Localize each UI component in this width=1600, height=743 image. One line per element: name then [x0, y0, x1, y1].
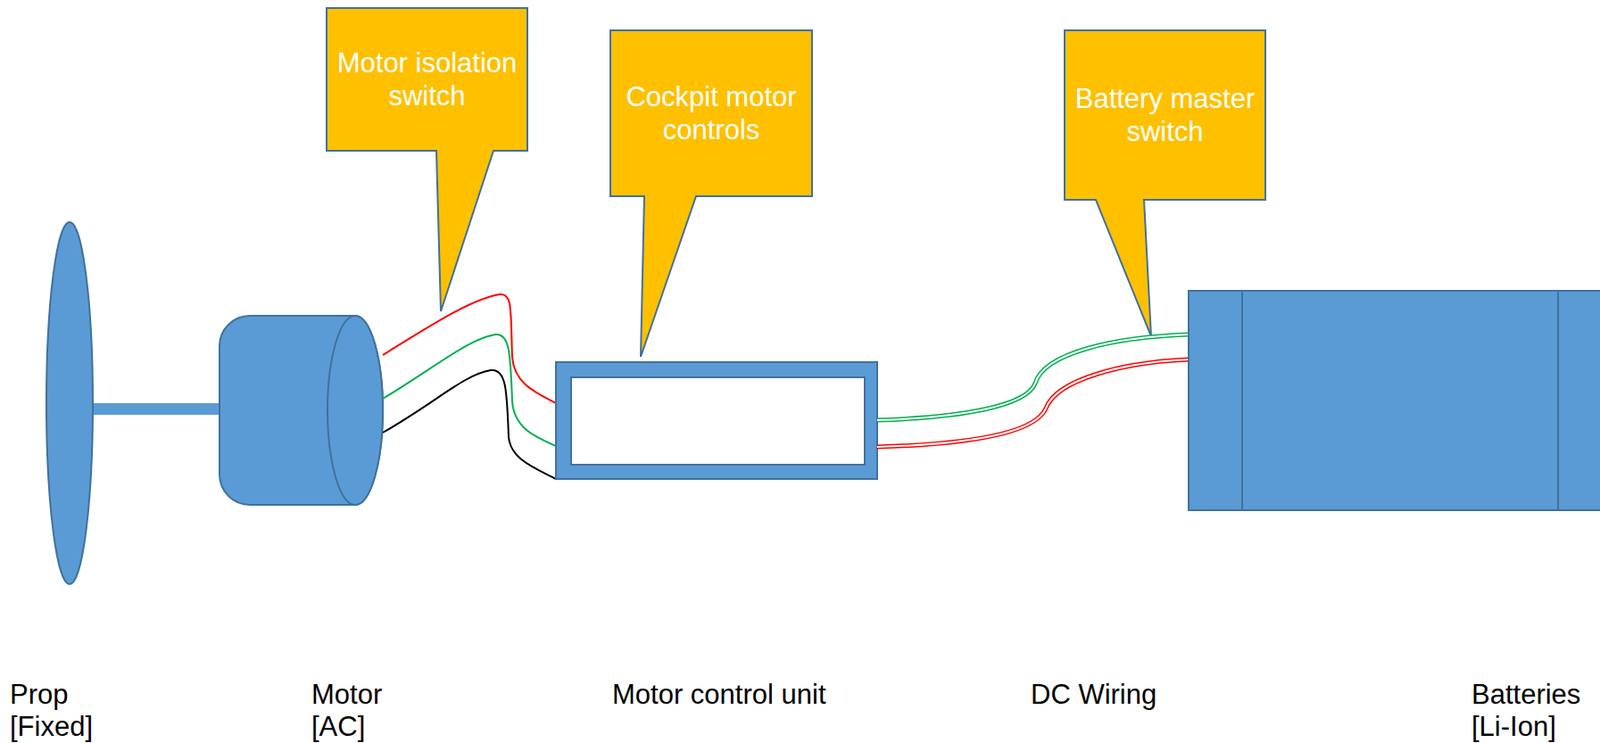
propeller	[46, 222, 93, 585]
ac-wire	[382, 370, 556, 480]
dc-wire	[877, 359, 1189, 448]
part-label: [Li-Ion]	[1471, 712, 1557, 743]
control-unit-panel	[571, 377, 865, 465]
part-label: Motor control unit	[612, 679, 827, 711]
motor	[219, 315, 383, 506]
dc-wire	[877, 334, 1189, 421]
part-label: [AC]	[311, 712, 365, 743]
part-label: Motor	[311, 679, 382, 711]
part-label: Batteries	[1471, 679, 1581, 711]
callout-box: Motor isolation switch	[326, 8, 528, 151]
callout-text: Motor isolation switch	[331, 46, 523, 113]
dc-wire	[877, 334, 1189, 421]
motor-end	[327, 315, 383, 506]
prop-shaft	[89, 403, 224, 415]
dc-wire	[877, 359, 1189, 448]
part-label: [Fixed]	[9, 712, 93, 743]
callout-box: Battery master switch	[1064, 30, 1266, 200]
motor-control-unit	[555, 362, 878, 480]
battery-pack	[1188, 290, 1600, 511]
callout-text: Cockpit motor controls	[615, 80, 807, 147]
part-label: Prop	[9, 679, 68, 711]
battery-cell-divider	[1241, 290, 1244, 511]
callout-shape	[326, 8, 528, 312]
callout-text: Battery master switch	[1069, 82, 1261, 149]
ac-wire	[382, 334, 556, 447]
part-label: DC Wiring	[1030, 679, 1157, 711]
ac-wire	[382, 294, 556, 404]
callout-shape	[610, 30, 813, 357]
callout-box: Cockpit motor controls	[610, 30, 813, 197]
battery-cell-divider	[1557, 290, 1559, 511]
